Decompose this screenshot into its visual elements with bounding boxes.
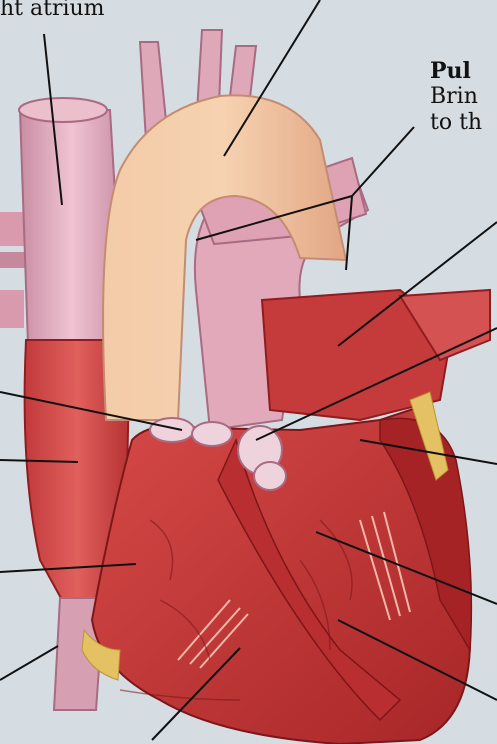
label-pulmonary-line2: to th	[430, 110, 482, 136]
label-right-atrium: ht atrium	[0, 0, 105, 22]
label-pulmonary-title: Pul	[430, 58, 471, 84]
label-pulmonary-line1: Brin	[430, 84, 478, 110]
